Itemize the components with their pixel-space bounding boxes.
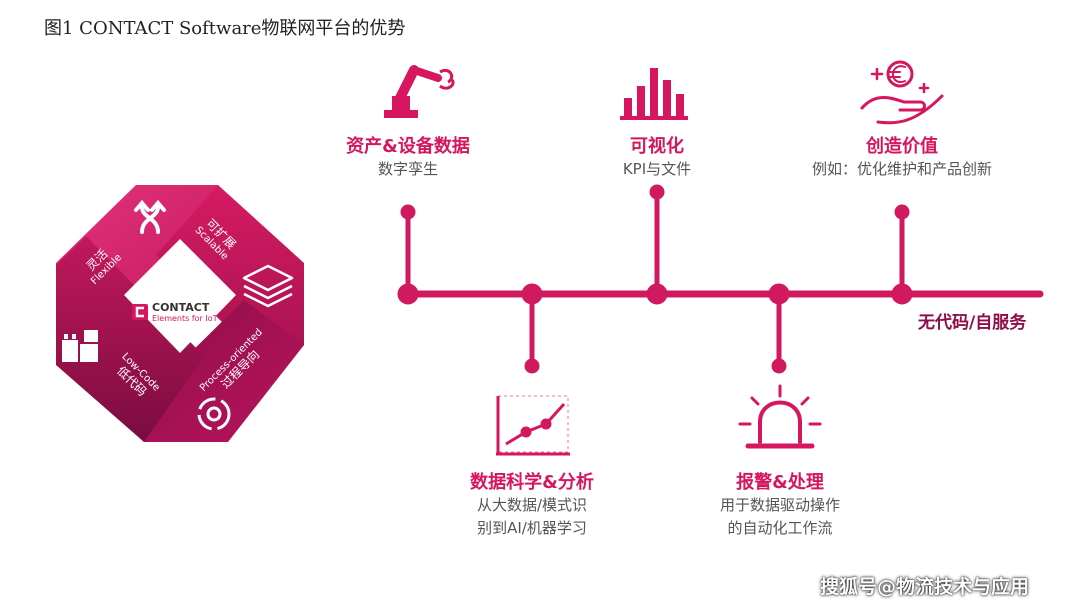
badge-center [124, 239, 236, 353]
shuffle-icon [134, 199, 166, 234]
alarm-light-icon [738, 384, 822, 449]
node-data-science: 数据科学&分析 从大数据/模式识 别到AI/机器学习 [432, 468, 632, 540]
node-visualization: 可视化 KPI与文件 [567, 132, 747, 181]
node-title: 数据科学&分析 [470, 472, 594, 493]
blocks-icon [62, 330, 98, 362]
timeline-node [521, 283, 543, 305]
timeline-node [768, 283, 790, 305]
node-desc: 用于数据驱动操作 [719, 496, 840, 514]
timeline-node [891, 283, 913, 305]
badge-face-lowcode [56, 236, 204, 442]
badge-brand: CONTACT Elements for IoT [152, 301, 218, 323]
watermark: 搜狐号@物流技术与应用 [820, 576, 1030, 598]
node-create-value: 创造价值 例如：优化维护和产品创新 [792, 132, 1012, 181]
page-title: 图1 CONTACT Software物联网平台的优势 [44, 18, 406, 39]
robot-arm-icon [384, 65, 455, 118]
node-desc: 别到AI/机器学习 [477, 519, 587, 537]
layers-icon [242, 264, 294, 308]
node-title: 创造价值 [866, 136, 938, 157]
bar-chart-icon [620, 68, 688, 120]
node-asset-device: 资产&设备数据 数字孪生 [318, 132, 498, 181]
gear-cycle-icon [197, 397, 231, 431]
node-desc: 例如：优化维护和产品创新 [811, 160, 992, 178]
node-desc: 数字孪生 [377, 160, 438, 178]
node-desc: 的自动化工作流 [727, 519, 833, 537]
node-alarm-handling: 报警&处理 用于数据驱动操作 的自动化工作流 [680, 468, 880, 540]
timeline-node [397, 283, 419, 305]
timeline-node [646, 283, 668, 305]
axis-label: 无代码/自服务 [918, 313, 1027, 333]
line-chart-icon [496, 395, 570, 456]
hand-euro-icon [860, 60, 944, 125]
badge [56, 185, 304, 442]
node-title: 资产&设备数据 [346, 136, 470, 157]
node-desc: 从大数据/模式识 [476, 496, 588, 514]
node-title: 可视化 [630, 136, 684, 157]
contact-logo-icon [132, 304, 148, 320]
node-desc: KPI与文件 [622, 160, 692, 178]
timeline [397, 184, 1044, 374]
node-title: 报警&处理 [736, 472, 824, 493]
